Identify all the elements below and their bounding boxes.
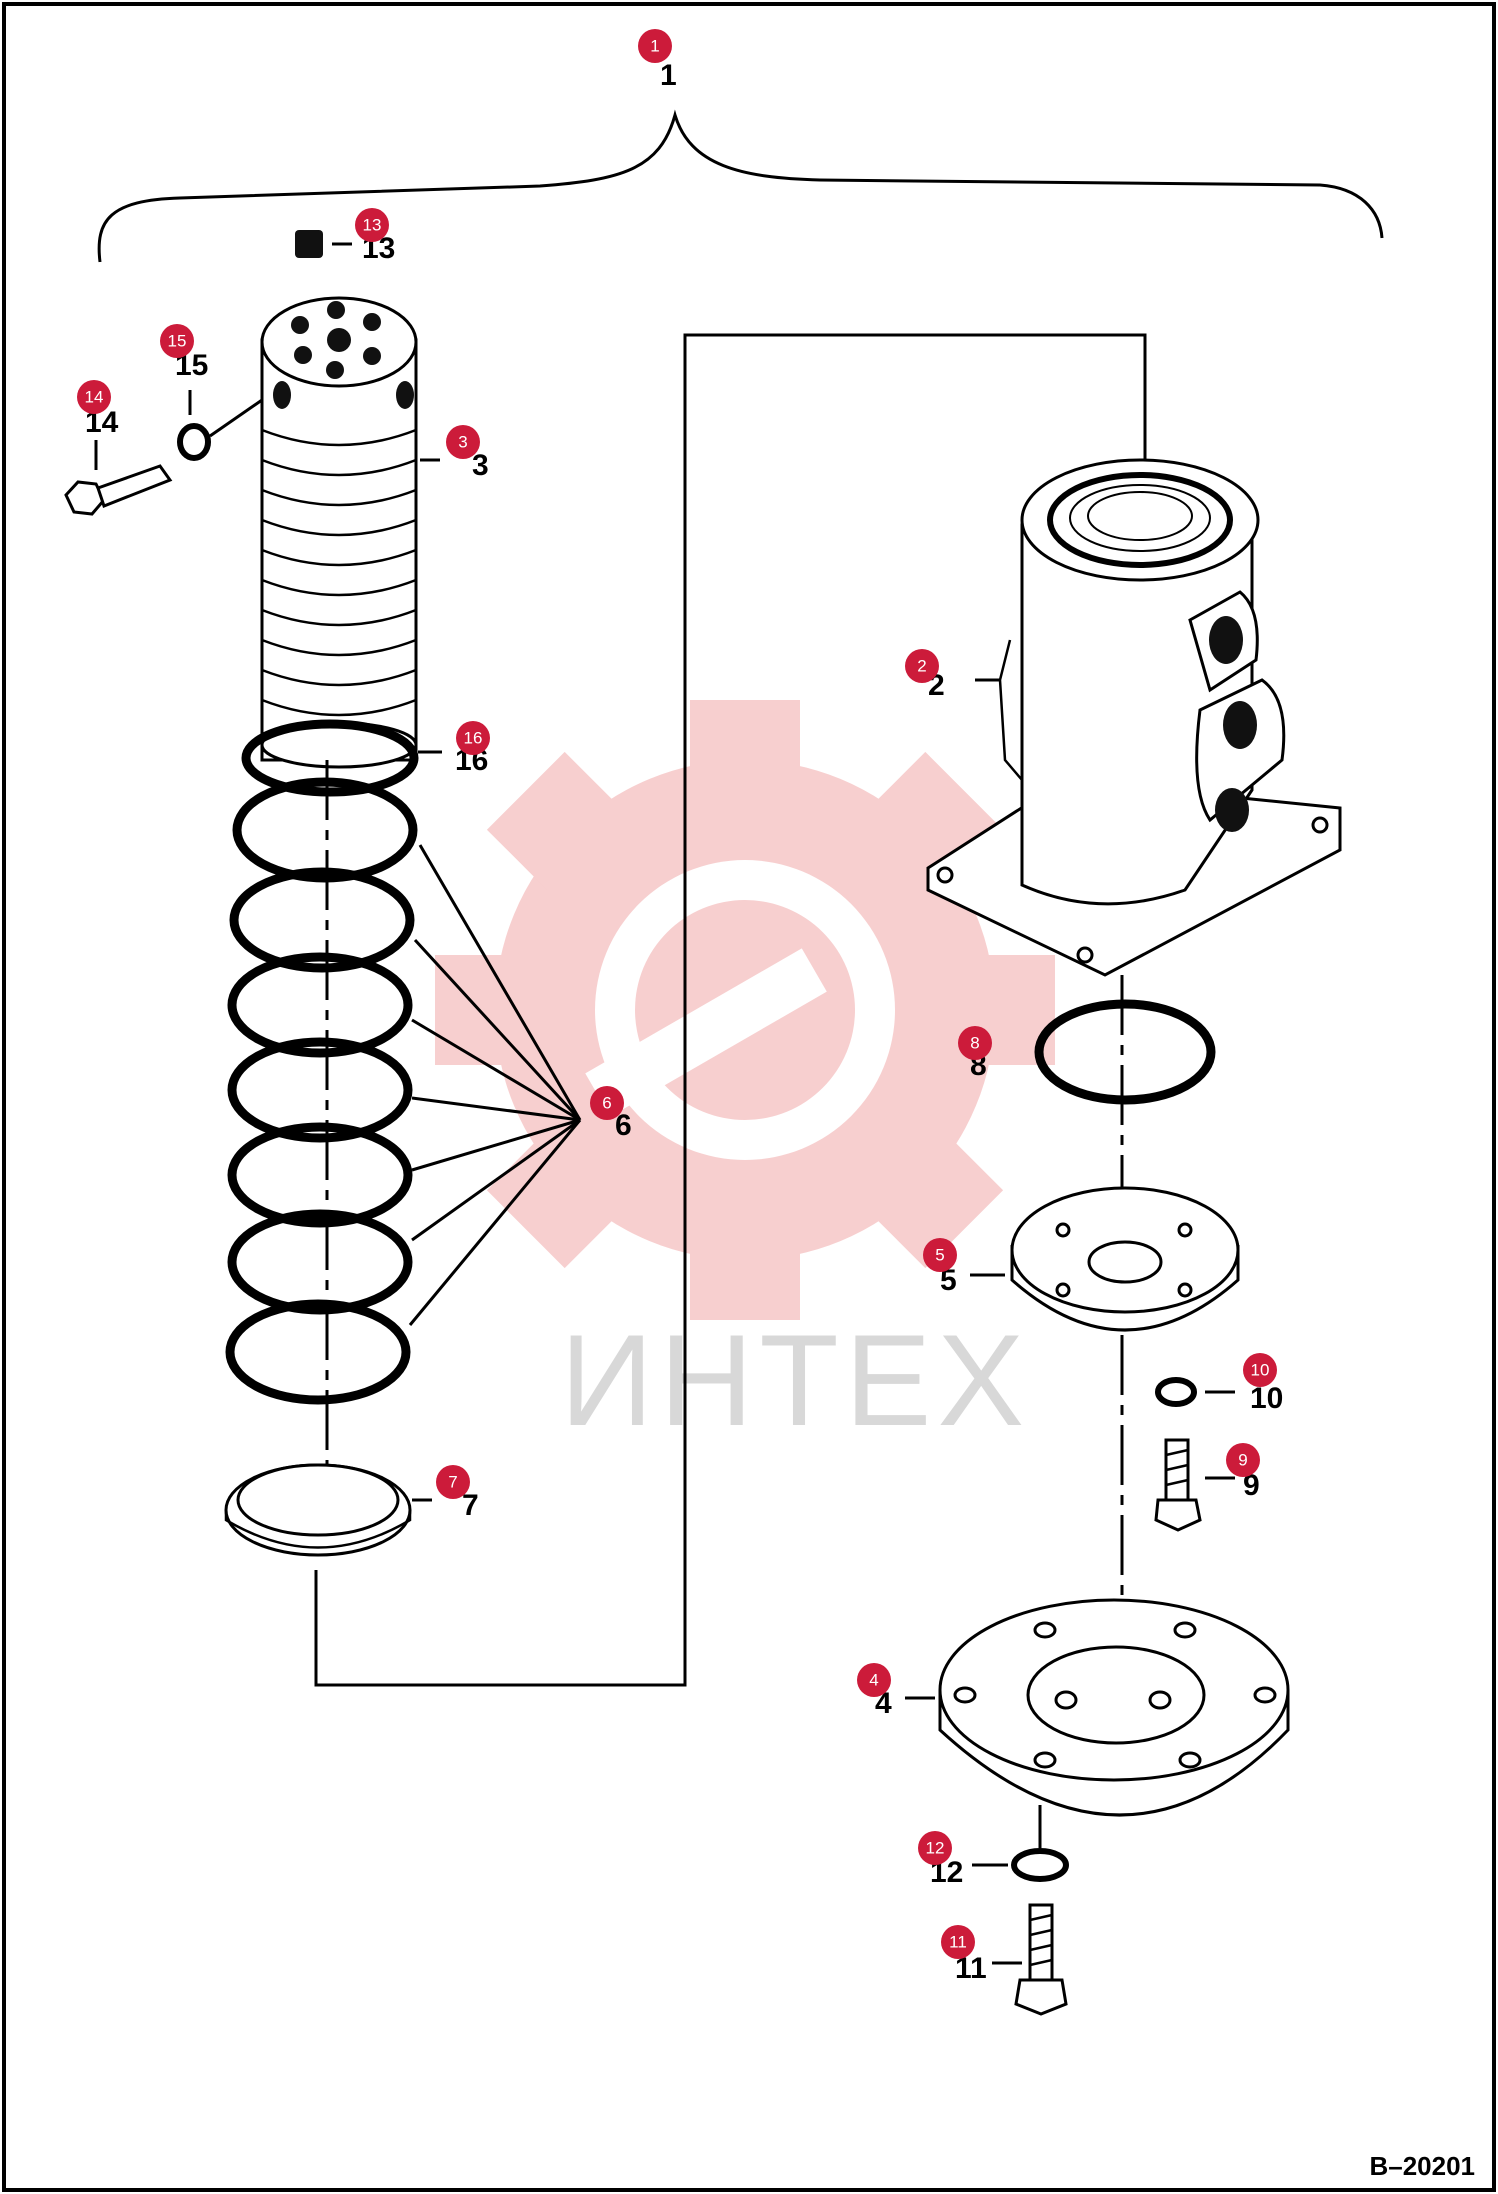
badge-9[interactable]: 9 xyxy=(1226,1443,1260,1477)
badge-2[interactable]: 2 xyxy=(905,649,939,683)
svg-text:5: 5 xyxy=(935,1246,944,1265)
svg-text:16: 16 xyxy=(464,729,483,748)
badge-11[interactable]: 11 xyxy=(941,1925,975,1959)
svg-text:12: 12 xyxy=(926,1839,945,1858)
part-number-9: 9 xyxy=(1243,1469,1260,1502)
figure-reference: B–20201 xyxy=(1369,2151,1475,2181)
svg-text:8: 8 xyxy=(970,1034,979,1053)
watermark-logo xyxy=(435,700,1055,1320)
part-number-1: 1 xyxy=(660,59,677,92)
svg-text:4: 4 xyxy=(869,1671,878,1690)
svg-text:3: 3 xyxy=(458,433,467,452)
badge-13[interactable]: 13 xyxy=(355,208,389,242)
badge-5[interactable]: 5 xyxy=(923,1238,957,1272)
set-screw-13 xyxy=(295,230,323,258)
bolt-9 xyxy=(1154,1438,1202,1532)
part-number-7: 7 xyxy=(462,1489,479,1522)
o-ring-8 xyxy=(1034,999,1216,1105)
part-number-3: 3 xyxy=(472,449,489,482)
svg-text:15: 15 xyxy=(168,332,187,351)
svg-text:14: 14 xyxy=(85,388,104,407)
svg-text:13: 13 xyxy=(363,216,382,235)
svg-text:11: 11 xyxy=(949,1933,967,1952)
part-number-5: 5 xyxy=(940,1264,957,1297)
cover-5 xyxy=(1010,1186,1240,1332)
badge-7[interactable]: 7 xyxy=(436,1465,470,1499)
svg-text:6: 6 xyxy=(602,1094,611,1113)
bolt-14 xyxy=(64,464,173,516)
washer-12 xyxy=(1011,1848,1069,1882)
badge-6[interactable]: 6 xyxy=(590,1086,624,1120)
spool-3 xyxy=(260,296,418,769)
badge-8[interactable]: 8 xyxy=(958,1026,992,1060)
svg-text:2: 2 xyxy=(917,657,926,676)
badge-1[interactable]: 1 xyxy=(638,29,672,63)
backup-ring-16 xyxy=(241,719,419,797)
part-number-6: 6 xyxy=(615,1109,632,1142)
callout-badges: 1 2 3 4 5 6 7 8 9 10 11 12 13 14 15 16 xyxy=(77,29,1277,1959)
badge-4[interactable]: 4 xyxy=(857,1663,891,1697)
badge-16[interactable]: 16 xyxy=(456,721,490,755)
washer-10 xyxy=(1155,1377,1197,1407)
bolt-11 xyxy=(1014,1903,1068,2016)
assembly-bracket xyxy=(314,333,1147,1687)
badge-14[interactable]: 14 xyxy=(77,380,111,414)
svg-text:9: 9 xyxy=(1238,1451,1247,1470)
leaders-6 xyxy=(408,844,582,1326)
badge-3[interactable]: 3 xyxy=(446,425,480,459)
badge-10[interactable]: 10 xyxy=(1243,1353,1277,1387)
part-number-10: 10 xyxy=(1250,1382,1283,1415)
watermark-text: ИНТЕХ xyxy=(560,1307,1030,1453)
badge-12[interactable]: 12 xyxy=(918,1831,952,1865)
housing-2 xyxy=(926,458,1342,977)
svg-text:1: 1 xyxy=(650,37,659,56)
svg-text:7: 7 xyxy=(448,1473,457,1492)
washer-15 xyxy=(177,423,211,461)
seal-rings-6 xyxy=(225,777,418,1405)
wear-ring-7 xyxy=(224,1463,412,1557)
badge-15[interactable]: 15 xyxy=(160,324,194,358)
flange-4 xyxy=(938,1598,1290,1817)
svg-text:10: 10 xyxy=(1251,1361,1270,1380)
assembly-brace xyxy=(97,109,1384,263)
